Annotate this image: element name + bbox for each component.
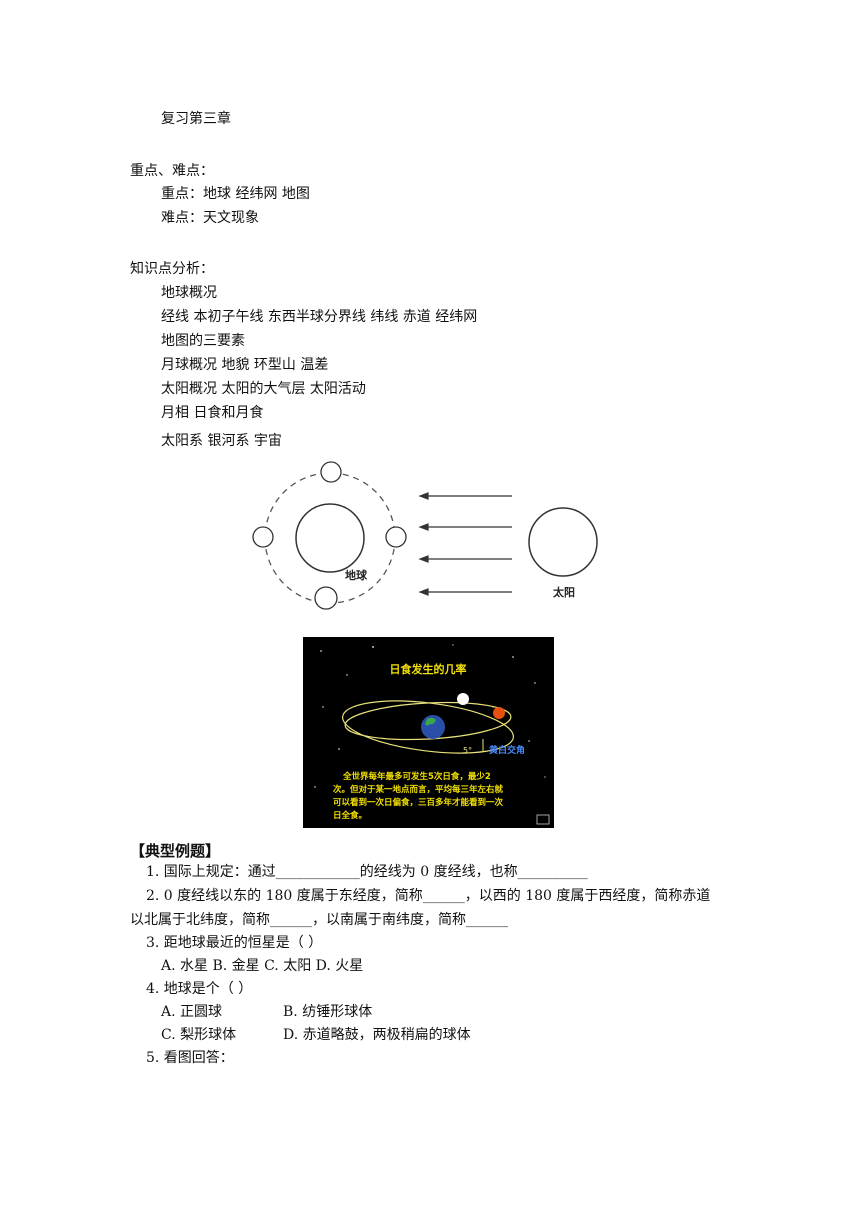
chapter-title: 复习第三章 xyxy=(161,111,231,127)
sun-label: 太阳 xyxy=(552,585,575,599)
question-3: 3. 距地球最近的恒星是（ ） xyxy=(146,935,323,951)
question-4-option-c: C. 梨形球体 xyxy=(161,1027,237,1043)
knowledge-item: 太阳系 银河系 宇宙 xyxy=(161,433,282,449)
question-1: 1. 国际上规定：通过____________的经线为 0 度经线，也称____… xyxy=(146,864,588,880)
moon-top xyxy=(320,461,342,483)
eclipse-probability-image: 日食发生的几率 5° 黄白交角 全世界每年最多可发生5次日食，最少2 次。但对于… xyxy=(303,637,554,828)
knowledge-item: 太阳概况 太阳的大气层 太阳活动 xyxy=(161,381,366,397)
slide-corner-icon xyxy=(536,814,550,825)
arrow-head-icon xyxy=(418,523,429,531)
angle-label: 5° xyxy=(463,746,472,755)
moon-right xyxy=(385,526,407,548)
question-4-option-d: D. 赤道略鼓，两极稍扁的球体 xyxy=(283,1027,471,1043)
knowledge-item: 地球概况 xyxy=(161,285,217,301)
moon-bottom xyxy=(314,586,338,610)
knowledge-item: 月相 日食和月食 xyxy=(161,405,264,421)
moon-left xyxy=(252,526,274,548)
earth-continent xyxy=(425,717,436,726)
eclipse-caption-line: 可以看到一次日偏食，三百多年才能看到一次 xyxy=(333,797,504,808)
arrow-head-icon xyxy=(418,588,429,596)
knowledge-item: 月球概况 地貌 环型山 温差 xyxy=(161,357,329,373)
moon-phase-diagram: 地球 太阳 xyxy=(252,461,598,610)
key-points-heading: 重点、难点： xyxy=(130,163,214,179)
focus-line: 重点：地球 经纬网 地图 xyxy=(161,186,310,202)
star-field xyxy=(314,644,546,788)
knowledge-heading: 知识点分析： xyxy=(130,261,214,277)
moon-orbit-ellipse xyxy=(341,700,515,754)
arrow-head-icon xyxy=(418,492,429,500)
sun-ball xyxy=(493,707,505,719)
knowledge-item: 经线 本初子午线 东西半球分界线 纬线 赤道 经纬网 xyxy=(161,309,478,325)
eclipse-caption-line: 次。但对于某一地点而言，平均每三年左右就 xyxy=(333,784,504,795)
earth-circle xyxy=(295,503,365,573)
difficulty-line: 难点：天文现象 xyxy=(161,210,259,226)
intersect-label: 黄白交角 xyxy=(489,744,525,756)
examples-heading: 【典型例题】 xyxy=(130,842,221,860)
question-2-line-2: 以北属于北纬度，简称______，以南属于南纬度，简称______ xyxy=(130,912,508,928)
moon-ball xyxy=(457,693,469,705)
question-4-option-a: A. 正圆球 xyxy=(161,1004,223,1020)
knowledge-item: 地图的三要素 xyxy=(161,333,245,349)
question-4: 4. 地球是个（ ） xyxy=(146,981,253,997)
question-4-option-b: B. 纺锤形球体 xyxy=(283,1004,373,1020)
sun-circle xyxy=(528,507,598,577)
earth-label: 地球 xyxy=(345,568,368,582)
question-3-options: A. 水星 B. 金星 C. 太阳 D. 火星 xyxy=(161,958,364,974)
eclipse-caption-line: 日全食。 xyxy=(333,810,367,821)
arrow-head-icon xyxy=(418,555,429,563)
eclipse-figure-title: 日食发生的几率 xyxy=(390,662,467,676)
eclipse-caption-line: 全世界每年最多可发生5次日食，最少2 xyxy=(342,771,491,782)
question-2-line-1: 2. 0 度经线以东的 180 度属于东经度，简称______，以西的 180 … xyxy=(146,888,711,904)
question-5: 5. 看图回答： xyxy=(146,1050,234,1066)
